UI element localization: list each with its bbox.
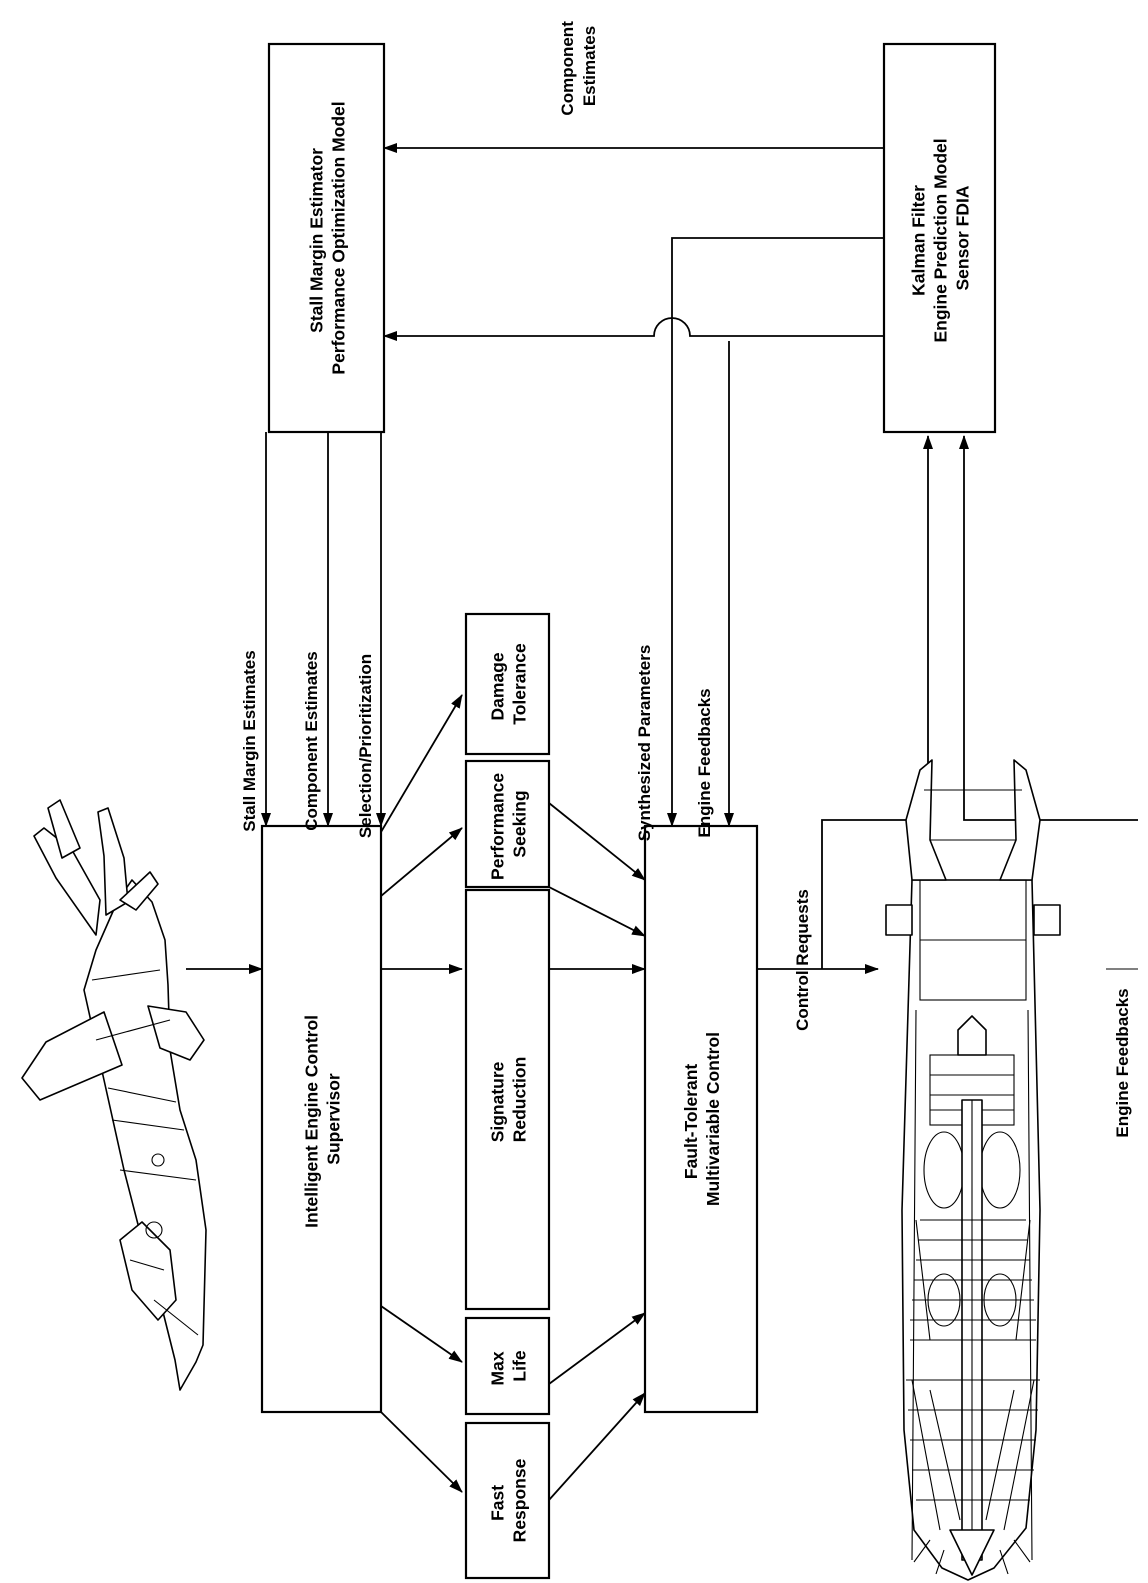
component-estimates-label: Component Estimates bbox=[302, 651, 321, 830]
signature-reduction-box: Signature Reduction bbox=[464, 888, 551, 1311]
svg-text:Stall Margin Estimator P: Stall Margin Estimator Performance Optim… bbox=[307, 101, 349, 374]
intelligent-supervisor-box: Intelligent Engine Control Supervisor bbox=[260, 824, 383, 1414]
damage-tolerance-box: Damage Tolerance bbox=[464, 612, 551, 756]
max-life-line-2: Life bbox=[510, 1350, 530, 1381]
signature-reduction-line-1: Signature bbox=[488, 1061, 508, 1142]
arrow-supervisor-to-fast-response bbox=[380, 1411, 463, 1493]
arrow-damage-tolerance-to-control bbox=[548, 802, 646, 881]
arrow-engine-feedbacks-to-kalman bbox=[959, 435, 1138, 821]
fast-response-line-1: Fast bbox=[488, 1485, 508, 1521]
fault-tolerant-line-1: Fault-Tolerant bbox=[681, 1064, 701, 1180]
arrow-supervisor-to-performance-seeking bbox=[380, 827, 463, 897]
damage-tolerance-line-2: Tolerance bbox=[510, 643, 530, 725]
arrow-max-life-to-control bbox=[548, 1312, 646, 1385]
stall-margin-estimator-box: Stall Margin Estimator Performance Optim… bbox=[267, 42, 386, 434]
connections bbox=[186, 143, 1138, 1501]
signature-reduction-line-2: Reduction bbox=[510, 1057, 530, 1143]
arrow-fast-response-to-control bbox=[548, 1392, 646, 1501]
supervisor-line-2: Supervisor bbox=[324, 1073, 344, 1165]
fast-response-box: Fast Response bbox=[464, 1421, 551, 1580]
selection-prioritization-label: Selection/Prioritization bbox=[356, 654, 375, 838]
stall-margin-estimates-label: Stall Margin Estimates bbox=[240, 650, 259, 831]
arrow-kalman-to-stall-estimator bbox=[383, 317, 884, 341]
engine-feedbacks-bottom-label: Engine Feedbacks bbox=[1113, 988, 1132, 1137]
turbofan-engine-cutaway-illustration bbox=[885, 759, 1061, 1581]
fighter-aircraft-illustration bbox=[21, 799, 207, 1391]
kalman-filter-line-2: Engine Prediction Model bbox=[931, 138, 951, 342]
arrow-supervisor-to-max-life bbox=[380, 1305, 463, 1363]
arrow-synthesized-parameters bbox=[667, 237, 884, 827]
arrow-performance-seeking-to-control bbox=[548, 886, 646, 937]
performance-seeking-line-1: Performance bbox=[488, 773, 508, 880]
engine-feedbacks-mid-label: Engine Feedbacks bbox=[695, 688, 714, 837]
svg-text:Damage Tolerance: Damage Tolerance bbox=[488, 643, 530, 725]
synthesized-parameters-label: Synthesized Parameters bbox=[635, 645, 654, 842]
arrow-supervisor-to-damage-tolerance bbox=[380, 694, 463, 833]
svg-text:Performance Seeking: Performance Seeking bbox=[488, 768, 530, 880]
supervisor-line-1: Intelligent Engine Control bbox=[302, 1015, 322, 1228]
damage-tolerance-line-1: Damage bbox=[488, 652, 508, 720]
svg-text:Max Life: Max Life bbox=[488, 1347, 530, 1386]
stall-margin-estimator-line-1: Stall Margin Estimator bbox=[307, 148, 327, 333]
performance-seeking-line-2: Seeking bbox=[510, 790, 530, 857]
arrow-control-requests-to-kalman bbox=[821, 435, 933, 969]
svg-text:Signature Reduction: Signature Reduction bbox=[488, 1057, 530, 1143]
svg-text:Fault-Tolerant Multivari: Fault-Tolerant Multivariable Control bbox=[681, 1032, 723, 1206]
svg-text:Fast Response: Fast Response bbox=[488, 1458, 530, 1542]
component-estimates-top-label: Component Estimates bbox=[558, 16, 599, 115]
stall-margin-estimator-line-2: Performance Optimization Model bbox=[329, 101, 349, 374]
control-requests-label: Control Requests bbox=[793, 889, 812, 1031]
fault-tolerant-control-box: Fault-Tolerant Multivariable Control bbox=[643, 824, 759, 1414]
kalman-filter-box: Kalman Filter Engine Prediction Model Se… bbox=[882, 42, 997, 434]
kalman-filter-line-1: Kalman Filter bbox=[909, 185, 929, 296]
svg-text:Intelligent Engine Control: Intelligent Engine Control Supervisor bbox=[302, 1010, 344, 1228]
fault-tolerant-line-2: Multivariable Control bbox=[703, 1032, 723, 1206]
kalman-filter-line-3: Sensor FDIA bbox=[953, 185, 973, 290]
max-life-box: Max Life bbox=[464, 1316, 551, 1416]
svg-text:Kalman Filter Engine Pre: Kalman Filter Engine Prediction Model Se… bbox=[909, 133, 973, 342]
max-life-line-1: Max bbox=[488, 1351, 508, 1385]
fast-response-line-2: Response bbox=[510, 1458, 530, 1542]
performance-seeking-box: Performance Seeking bbox=[464, 759, 551, 889]
